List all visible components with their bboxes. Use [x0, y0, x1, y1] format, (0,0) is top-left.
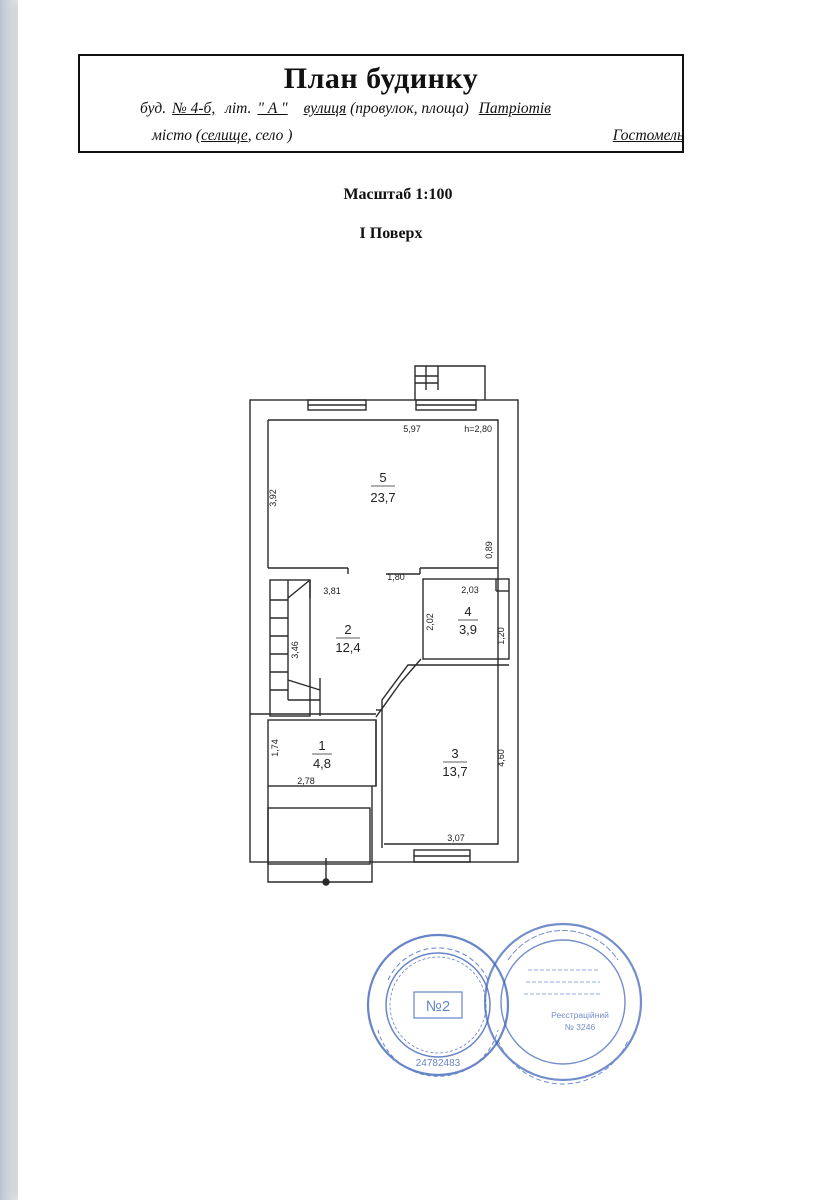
room-5-area: 23,7: [370, 490, 395, 505]
dim-1-20: 1,20: [496, 627, 506, 645]
address-line-1: буд. № 4-б, літ. " А " вулиця (провулок, п…: [140, 100, 551, 118]
dim-1-80: 1,80: [387, 572, 405, 582]
stamp-left-code: 24782483: [416, 1058, 461, 1069]
city-value: Гостомель: [612, 127, 684, 144]
dim-3-92: 3,92: [268, 489, 278, 507]
scale-label: Масштаб 1:100: [343, 186, 453, 203]
official-stamps: №2 24782483 Реєстраційний № 3246: [366, 922, 643, 1085]
room-2-number: 2: [344, 622, 351, 637]
room-1-area: 4,8: [313, 756, 331, 771]
dim-3-81: 3,81: [323, 586, 341, 596]
room-3-area: 13,7: [442, 764, 467, 779]
letter-label: літ.: [225, 100, 252, 117]
street-type-selected: вулиця: [303, 100, 347, 117]
dim-2-03: 2,03: [461, 585, 479, 595]
stamp-right-reg: Реєстраційний: [551, 1010, 609, 1020]
dim-height: h=2,80: [464, 424, 492, 434]
building-label: буд.: [140, 100, 167, 117]
dim-5-97: 5,97: [403, 424, 421, 434]
dim-3-07: 3,07: [447, 833, 465, 843]
stamp-left-number: №2: [426, 998, 450, 1015]
building-value: № 4-б,: [172, 100, 216, 117]
city-type-rest: , село ): [247, 127, 293, 144]
dim-2-02: 2,02: [425, 613, 435, 631]
book-spine: [0, 0, 18, 1200]
street-value: Патріотів: [478, 100, 551, 117]
room-1-number: 1: [318, 738, 325, 753]
stamp-right-reg-no: № 3246: [565, 1022, 596, 1032]
room-4-number: 4: [464, 604, 471, 619]
room-3-number: 3: [451, 746, 458, 761]
dim-0-89: 0,89: [484, 541, 494, 559]
room-4-area: 3,9: [459, 622, 477, 637]
address-line-2: місто (селище, село ) Гостомель: [152, 127, 684, 145]
header-box: План будинку буд. № 4-б, літ. " А " вулиця…: [78, 54, 684, 153]
floor-plan: 5 23,7 2 12,4 4 3,9 1 4,8 3 13,7 5,97 h=…: [249, 365, 519, 886]
room-5-number: 5: [379, 470, 386, 485]
letter-value: " А ": [257, 100, 288, 117]
street-type-rest: (провулок, площа): [350, 100, 469, 117]
room-2-area: 12,4: [335, 640, 360, 655]
city-type-selected: селище: [201, 127, 248, 144]
floor-label: I Поверх: [359, 225, 423, 242]
dim-3-46: 3,46: [290, 641, 300, 659]
floor-plan-walls: [249, 365, 519, 886]
dim-2-78: 2,78: [297, 776, 315, 786]
city-type-prefix: місто (: [152, 127, 202, 144]
stamp-right: Реєстраційний № 3246: [483, 922, 643, 1085]
dim-1-74: 1,74: [270, 739, 280, 757]
page-title: План будинку: [283, 62, 479, 95]
dim-4-60: 4,60: [496, 749, 506, 767]
document-page: План будинку буд. № 4-б, літ. " А " вулиця…: [18, 0, 813, 1200]
stamp-left: №2 24782483: [366, 933, 510, 1077]
